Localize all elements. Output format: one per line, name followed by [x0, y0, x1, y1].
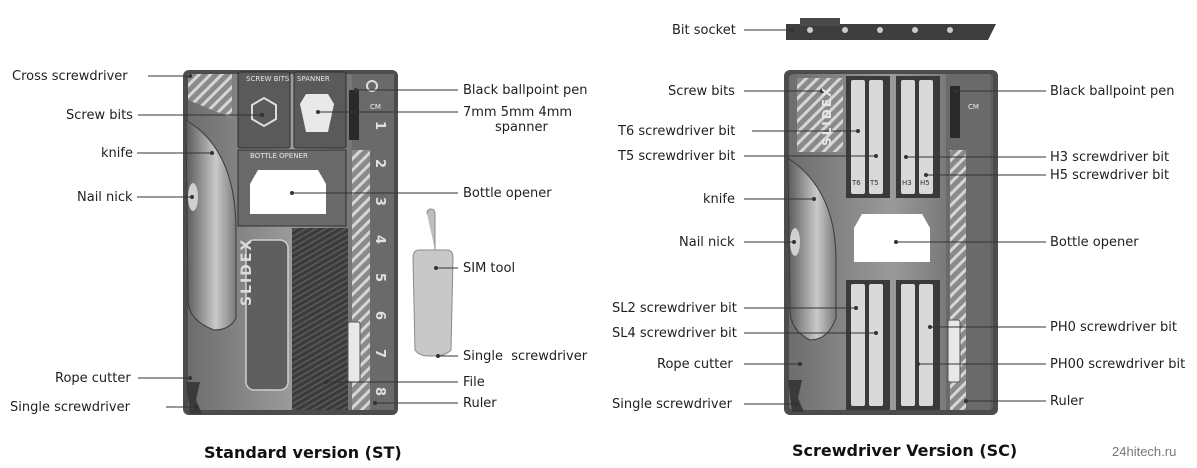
sc-knife [787, 157, 837, 341]
st-card-ruler-unit: CM [370, 103, 381, 111]
sc-leader-lines [744, 28, 1046, 406]
st-label-rope-cutter: Rope cutter [55, 371, 131, 386]
st-file [292, 228, 348, 410]
st-label-single-screwdriver-right: Single screwdriver [463, 349, 588, 364]
sc-bit-mark-h3: H3 [902, 179, 912, 187]
sc-label-single-screwdriver: Single screwdriver [612, 397, 732, 412]
sc-bit-mark-t5: T5 [870, 179, 879, 187]
st-label-screw-bits: Screw bits [66, 108, 133, 123]
sc-label-bit-socket: Bit socket [672, 23, 736, 38]
st-ruler-number: 2 [372, 158, 388, 169]
st-ruler-number: 1 [372, 120, 388, 131]
st-label-file: File [463, 375, 485, 390]
sc-card-brand: SLIDEX [820, 85, 834, 146]
sc-label-knife: knife [703, 192, 735, 207]
st-label-single-screwdriver: Single screwdriver [10, 400, 130, 415]
st-knife [185, 119, 237, 331]
sc-label-bottle-opener: Bottle opener [1050, 235, 1139, 250]
bit-socket [786, 18, 996, 40]
st-ruler-number: 4 [372, 234, 388, 245]
st-ruler-number: 6 [372, 310, 388, 321]
sc-label-t6: T6 screwdriver bit [618, 124, 736, 139]
sc-lower-bits [846, 280, 940, 410]
st-ruler-number: 3 [372, 196, 388, 207]
sc-label-sl2: SL2 screwdriver bit [612, 301, 737, 316]
sc-caption: Screwdriver Version (SC) [792, 441, 1018, 460]
st-cross-screwdriver-part [188, 74, 232, 118]
standard-card [183, 70, 398, 415]
sc-label-sl4: SL4 screwdriver bit [612, 326, 737, 341]
sc-label-ballpoint-pen: Black ballpoint pen [1050, 84, 1175, 99]
st-label-spanner-sizes: 7mm 5mm 4mm [463, 105, 573, 120]
sc-label-h5: H5 screwdriver bit [1050, 168, 1170, 183]
st-label-spanner: spanner [495, 120, 548, 135]
sc-label-t5: T5 screwdriver bit [618, 149, 736, 164]
st-label-cross-screwdriver: Cross screwdriver [12, 69, 128, 84]
st-ruler-number: 8 [372, 386, 388, 397]
sc-bit-mark-h5: H5 [920, 179, 930, 187]
st-card-spanner-text: SPANNER [297, 75, 330, 83]
sc-label-ph0: PH0 screwdriver bit [1050, 320, 1177, 335]
sc-label-ruler: Ruler [1050, 394, 1084, 409]
st-label-nail-nick: Nail nick [77, 190, 133, 205]
sc-upper-bits [846, 76, 940, 198]
st-label-knife: knife [101, 146, 133, 161]
st-ruler-number: 5 [372, 272, 388, 283]
sc-label-screw-bits: Screw bits [668, 84, 735, 99]
st-card-bottle-opener-text: BOTTLE OPENER [250, 152, 308, 160]
st-screw-bits-panel [237, 71, 291, 149]
sc-bit-mark-t6: T6 [852, 179, 861, 187]
st-label-bottle-opener: Bottle opener [463, 186, 552, 201]
st-ruler-number: 7 [372, 348, 388, 359]
sim-tool [412, 208, 454, 357]
st-label-ballpoint-pen: Black ballpoint pen [463, 83, 588, 98]
sc-card-ruler-unit: CM [968, 103, 979, 111]
sc-bottle-opener [854, 214, 930, 262]
watermark: 24hitech.ru [1112, 444, 1177, 459]
sc-label-ph00: PH00 screwdriver bit [1050, 357, 1186, 372]
sc-ballpoint-pen [950, 86, 960, 138]
sc-label-rope-cutter: Rope cutter [657, 357, 733, 372]
st-single-screwdriver-slot [347, 321, 361, 383]
st-ballpoint-pen [349, 90, 359, 140]
st-bottle-opener [250, 170, 326, 214]
sc-label-h3: H3 screwdriver bit [1050, 150, 1170, 165]
st-label-sim-tool: SIM tool [463, 261, 516, 276]
st-leader-lines [137, 74, 458, 409]
st-rope-cutter [186, 382, 202, 414]
st-caption: Standard version (ST) [204, 443, 402, 462]
st-card-screw-bits-text: SCREW BITS [246, 75, 290, 83]
st-label-ruler: Ruler [463, 396, 497, 411]
st-card-brand: SLIDEX [239, 237, 255, 306]
sc-label-nail-nick: Nail nick [679, 235, 735, 250]
